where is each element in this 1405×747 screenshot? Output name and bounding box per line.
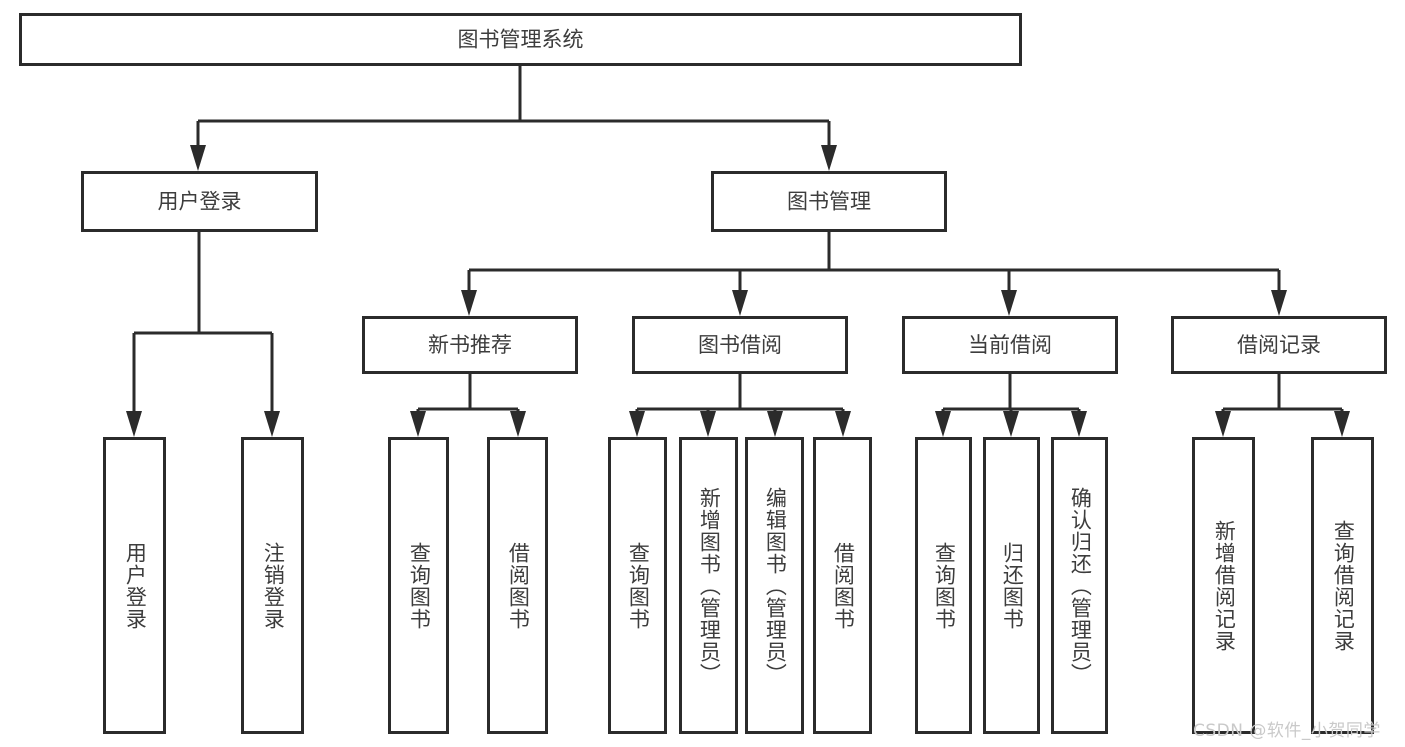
node-leaf-add-borrow-record[interactable]	[1192, 437, 1255, 734]
conn-bb-to-leaf1-arrowhead	[629, 411, 645, 437]
node-label-leaf-borrow-book-recommend: 借阅图书	[506, 541, 531, 630]
node-label-borrow-record: 借阅记录	[1237, 333, 1321, 357]
node-user-login[interactable]	[81, 171, 318, 232]
conn-cb-to-leaf3-arrowhead	[1071, 411, 1087, 437]
node-leaf-borrow-book[interactable]	[813, 437, 872, 734]
connectors-layer	[126, 66, 1350, 437]
conn-ul-to-leaf1-arrowhead	[126, 411, 142, 437]
node-leaf-confirm-return-admin[interactable]	[1051, 437, 1108, 734]
node-label-user-login: 用户登录	[158, 190, 242, 214]
node-new-book-recommend[interactable]	[362, 316, 578, 374]
conn-ul-to-leaf2-arrowhead	[264, 411, 280, 437]
node-leaf-query-borrow-record[interactable]	[1311, 437, 1374, 734]
node-label-leaf-query-book-recommend: 查询图书	[407, 541, 432, 630]
node-current-borrow[interactable]	[902, 316, 1118, 374]
conn-cb-to-leaf1-arrowhead	[935, 411, 951, 437]
node-label-new-book-recommend: 新书推荐	[428, 333, 512, 357]
node-label-leaf-return-book: 归还图书	[1000, 541, 1025, 630]
conn-cb-to-leaf2-arrowhead	[1003, 411, 1019, 437]
node-label-leaf-confirm-return-admin: 确认归还（管理员）	[1068, 486, 1093, 685]
node-label-book-borrow: 图书借阅	[698, 333, 782, 357]
conn-br-to-leaf1-arrowhead	[1215, 411, 1231, 437]
node-label-leaf-user-login: 用户登录	[123, 541, 148, 630]
node-label-leaf-logout-login: 注销登录	[261, 541, 286, 630]
conn-br-to-leaf2-arrowhead	[1334, 411, 1350, 437]
node-book-borrow[interactable]	[632, 316, 848, 374]
node-book-management[interactable]	[711, 171, 947, 232]
node-leaf-logout-login[interactable]	[241, 437, 304, 734]
node-label-leaf-borrow-book: 借阅图书	[831, 541, 856, 630]
node-leaf-add-book-admin[interactable]	[679, 437, 738, 734]
conn-rec-to-leaf2-arrowhead	[510, 411, 526, 437]
conn-bm-to-current-arrowhead	[1001, 290, 1017, 316]
node-label-leaf-add-book-admin: 新增图书（管理员）	[697, 486, 722, 685]
conn-root-to-book-management-arrowhead	[821, 145, 837, 171]
node-borrow-record[interactable]	[1171, 316, 1387, 374]
node-leaf-borrow-book-recommend[interactable]	[487, 437, 548, 734]
node-leaf-return-book[interactable]	[983, 437, 1040, 734]
conn-rec-to-leaf1-arrowhead	[410, 411, 426, 437]
node-label-book-management: 图书管理	[787, 190, 871, 214]
node-label-leaf-add-borrow-record: 新增借阅记录	[1212, 519, 1237, 652]
node-leaf-edit-book-admin[interactable]	[745, 437, 804, 734]
conn-bm-to-recommend-arrowhead	[461, 290, 477, 316]
boxes-layer	[19, 13, 1387, 734]
node-label-current-borrow: 当前借阅	[968, 333, 1052, 357]
node-label-root: 图书管理系统	[458, 28, 584, 52]
conn-bm-to-record-arrowhead	[1271, 290, 1287, 316]
node-label-leaf-edit-book-admin: 编辑图书（管理员）	[763, 486, 788, 685]
watermark-text: CSDN @软件_小贺同学	[1193, 721, 1381, 741]
conn-root-to-user-login-arrowhead	[190, 145, 206, 171]
conn-bb-to-leaf4-arrowhead	[835, 411, 851, 437]
node-label-leaf-query-book-current: 查询图书	[932, 541, 957, 630]
conn-bb-to-leaf3-arrowhead	[767, 411, 783, 437]
conn-bm-to-borrow-arrowhead	[732, 290, 748, 316]
node-leaf-query-book-recommend[interactable]	[388, 437, 449, 734]
node-leaf-query-book-current[interactable]	[915, 437, 972, 734]
node-leaf-query-book-borrow[interactable]	[608, 437, 667, 734]
conn-bb-to-leaf2-arrowhead	[700, 411, 716, 437]
node-label-leaf-query-borrow-record: 查询借阅记录	[1331, 519, 1356, 652]
node-leaf-user-login[interactable]	[103, 437, 166, 734]
node-label-leaf-query-book-borrow: 查询图书	[626, 541, 651, 630]
node-root[interactable]	[19, 13, 1022, 66]
